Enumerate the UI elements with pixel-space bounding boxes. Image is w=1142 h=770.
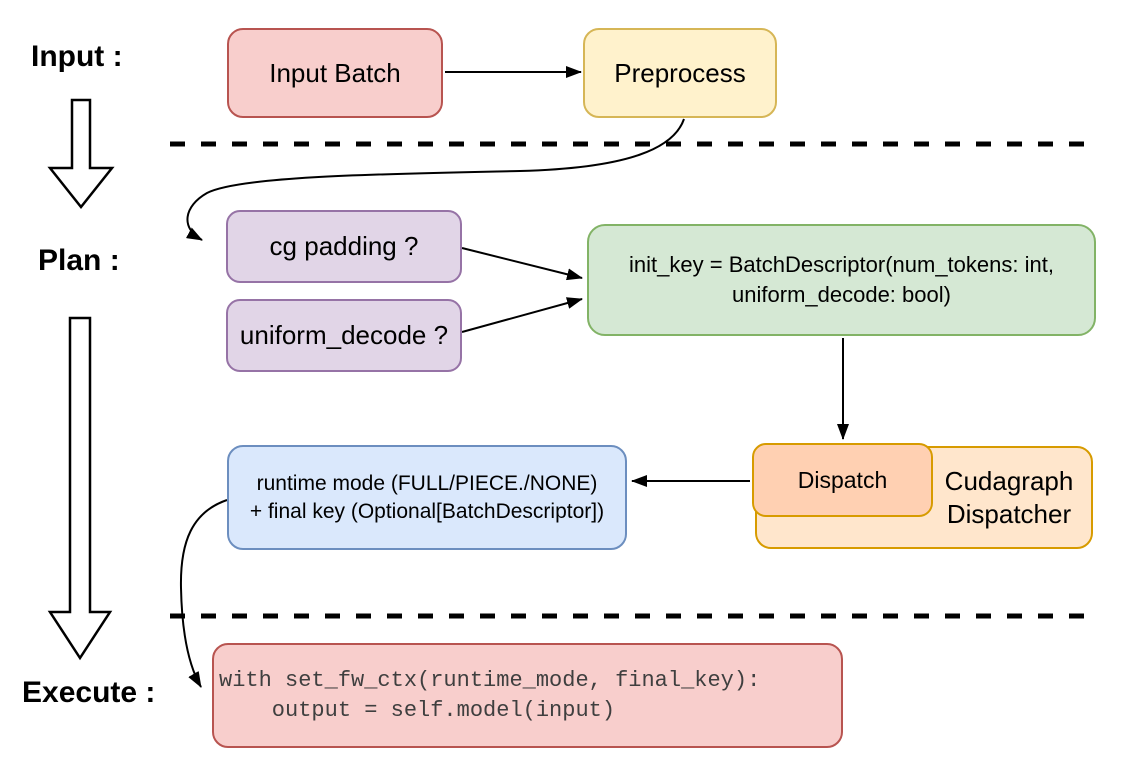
node-init-key: init_key = BatchDescriptor(num_tokens: i… [587,224,1096,336]
cudagraph-label-line1: Cudagraph [944,465,1074,496]
execute-code-line2: output = self.model(input) [219,697,616,723]
node-dispatch: Dispatch [752,443,933,517]
node-cudagraph-dispatcher-label: Cudagraph Dispatcher [935,448,1083,547]
input-phase-arrow-icon [47,98,115,210]
execute-code-line1: with set_fw_ctx(runtime_mode, final_key)… [219,667,761,693]
node-cg-padding: cg padding ? [226,210,462,283]
node-preprocess: Preprocess [583,28,777,118]
plan-phase-arrow-icon [47,316,113,661]
arrow-uniform-decode-to-init-key [461,297,583,333]
node-uniform-decode: uniform_decode ? [226,299,462,372]
node-runtime-mode-line1: runtime mode (FULL/PIECE./NONE) [256,471,598,495]
node-runtime-mode: runtime mode (FULL/PIECE./NONE) + final … [227,445,627,550]
node-execute-code: with set_fw_ctx(runtime_mode, final_key)… [212,643,843,748]
node-dispatch-label: Dispatch [797,466,888,493]
phase-label-plan: Plan : [38,244,120,277]
node-input-batch-label: Input Batch [269,57,401,88]
arrow-preprocess-to-cg-padding [185,118,685,241]
node-input-batch: Input Batch [227,28,443,118]
phase-label-execute: Execute : [22,676,156,709]
node-cg-padding-label: cg padding ? [269,231,419,261]
arrow-cg-padding-to-init-key [461,247,583,281]
node-init-key-line1: init_key = BatchDescriptor(num_tokens: i… [629,252,1054,277]
node-init-key-line2: uniform_decode: bool) [732,282,951,307]
node-uniform-decode-label: uniform_decode ? [239,320,449,350]
cudagraph-label-line2: Dispatcher [946,498,1072,529]
arrow-runtime-mode-to-execute-code [179,499,228,688]
node-preprocess-label: Preprocess [614,57,746,88]
node-runtime-mode-line2: + final key (Optional[BatchDescriptor]) [249,499,605,523]
phase-label-input: Input : [31,40,123,73]
